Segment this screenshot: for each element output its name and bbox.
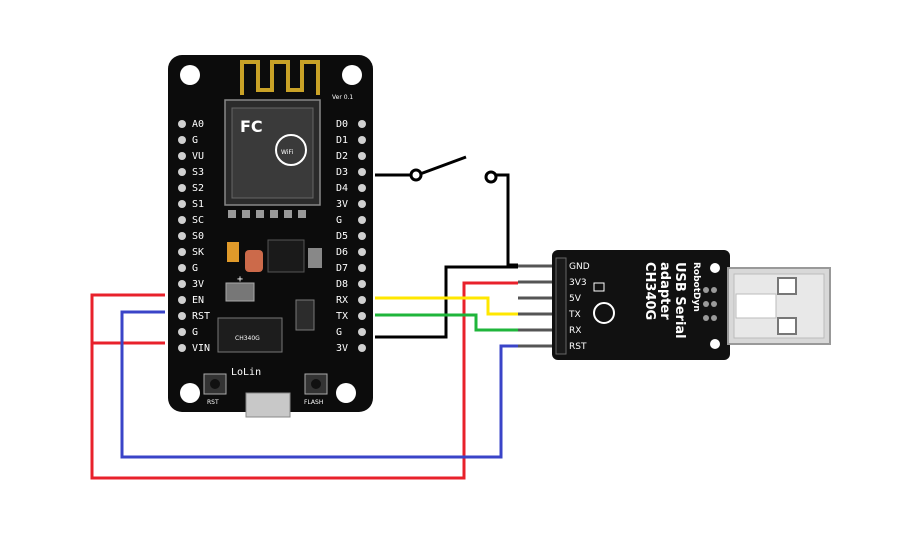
pin-label-g: G bbox=[336, 327, 342, 338]
wifi-text: WiFi bbox=[281, 149, 293, 156]
push-switch bbox=[409, 155, 498, 184]
pin-label-g: G bbox=[192, 263, 198, 274]
mounting-hole bbox=[180, 383, 200, 403]
pin-label-d4: D4 bbox=[336, 183, 348, 194]
flash-button-label: FLASH bbox=[304, 399, 323, 406]
pin-label-vin: VIN bbox=[192, 343, 210, 354]
pin-label-3v: 3V bbox=[336, 343, 348, 354]
pin-label-3v: 3V bbox=[192, 279, 204, 290]
pin-label-d3: D3 bbox=[336, 167, 348, 178]
pin-label-s1: S1 bbox=[192, 199, 204, 210]
component bbox=[225, 282, 255, 302]
pin-label-rx: RX bbox=[336, 295, 348, 306]
pin-label-g: G bbox=[192, 327, 198, 338]
switch-terminal bbox=[484, 170, 498, 184]
mounting-hole bbox=[336, 383, 356, 403]
crystal bbox=[295, 299, 315, 331]
pin-label-d0: D0 bbox=[336, 119, 348, 130]
pin-label-s2: S2 bbox=[192, 183, 204, 194]
wires bbox=[90, 173, 518, 480]
ce-mark-icon bbox=[593, 282, 605, 292]
adapter-title-line2: adapter bbox=[657, 262, 672, 320]
pin-label-d6: D6 bbox=[336, 247, 348, 258]
right-pin-header: D0 D1 D2 D3 D4 3V G D5 D6 D7 D8 RX TX G … bbox=[336, 119, 366, 354]
pin-label-sk: SK bbox=[192, 247, 204, 258]
wire-yellow bbox=[375, 296, 518, 316]
capacitor bbox=[227, 242, 239, 262]
pin-label-a0: A0 bbox=[192, 119, 204, 130]
pin-label-s0: S0 bbox=[192, 231, 204, 242]
wire-black bbox=[495, 173, 518, 267]
nodemcu-board: FC WiFi Ver 0.1 + CH340G LoLin RST FLASH bbox=[168, 55, 373, 418]
pin-label-g: G bbox=[192, 135, 198, 146]
capacitor-tantalum bbox=[245, 250, 263, 272]
pin-label-s3: S3 bbox=[192, 167, 204, 178]
wire-green bbox=[375, 313, 518, 332]
mounting-hole bbox=[342, 65, 362, 85]
mounting-hole bbox=[180, 65, 200, 85]
pin-label-en: EN bbox=[192, 295, 204, 306]
usb-serial-adapter: GND 3V3 5V TX RX RST USB Serial adapter … bbox=[518, 250, 831, 360]
wire-blue bbox=[120, 310, 518, 459]
pin-label-g: G bbox=[336, 215, 342, 226]
adapter-pin-rx: RX bbox=[569, 326, 581, 336]
switch-lever bbox=[419, 155, 467, 176]
adapter-brand-label: RobotDyn bbox=[691, 262, 701, 312]
wire-black bbox=[375, 265, 518, 339]
adapter-pin-rst: RST bbox=[569, 342, 587, 352]
antenna-trace bbox=[240, 60, 320, 95]
chip-label: CH340G bbox=[235, 335, 260, 342]
micro-usb-port bbox=[245, 392, 291, 418]
usb-serial-chip bbox=[217, 317, 283, 353]
wifi-logo bbox=[275, 134, 307, 166]
brand-label: LoLin bbox=[231, 367, 261, 378]
regulator bbox=[267, 239, 305, 273]
plus-sign: + bbox=[237, 274, 243, 285]
fc-logo: FC bbox=[240, 117, 263, 136]
pin-label-d2: D2 bbox=[336, 151, 348, 162]
pin-label-sc: SC bbox=[192, 215, 204, 226]
adapter-title-line1: USB Serial bbox=[672, 262, 687, 339]
pin-label-d5: D5 bbox=[336, 231, 348, 242]
left-pin-header: A0 G VU S3 S2 S1 SC S0 SK G 3V EN RST G … bbox=[178, 119, 210, 354]
adapter-chip-label: CH340G bbox=[642, 262, 657, 320]
pin-label-rst: RST bbox=[192, 311, 210, 322]
rst-button-label: RST bbox=[207, 399, 219, 406]
pin-label-d8: D8 bbox=[336, 279, 348, 290]
adapter-pin-tx: TX bbox=[568, 310, 581, 320]
rohs-icon bbox=[593, 302, 615, 324]
adapter-pins bbox=[518, 264, 556, 348]
pin-label-d7: D7 bbox=[336, 263, 348, 274]
adapter-pin-5v: 5V bbox=[569, 294, 582, 304]
pin-label-d1: D1 bbox=[336, 135, 348, 146]
pin-label-vu: VU bbox=[192, 151, 204, 162]
adapter-pin-3v3: 3V3 bbox=[569, 278, 587, 288]
adapter-pin-gnd: GND bbox=[569, 262, 590, 272]
wire-red bbox=[90, 281, 518, 480]
diode bbox=[308, 248, 322, 268]
usb-a-plug bbox=[727, 267, 831, 345]
pin-label-3v: 3V bbox=[336, 199, 348, 210]
version-label: Ver 0.1 bbox=[332, 94, 353, 101]
pin-label-tx: TX bbox=[336, 311, 348, 322]
switch-terminal bbox=[409, 168, 423, 182]
